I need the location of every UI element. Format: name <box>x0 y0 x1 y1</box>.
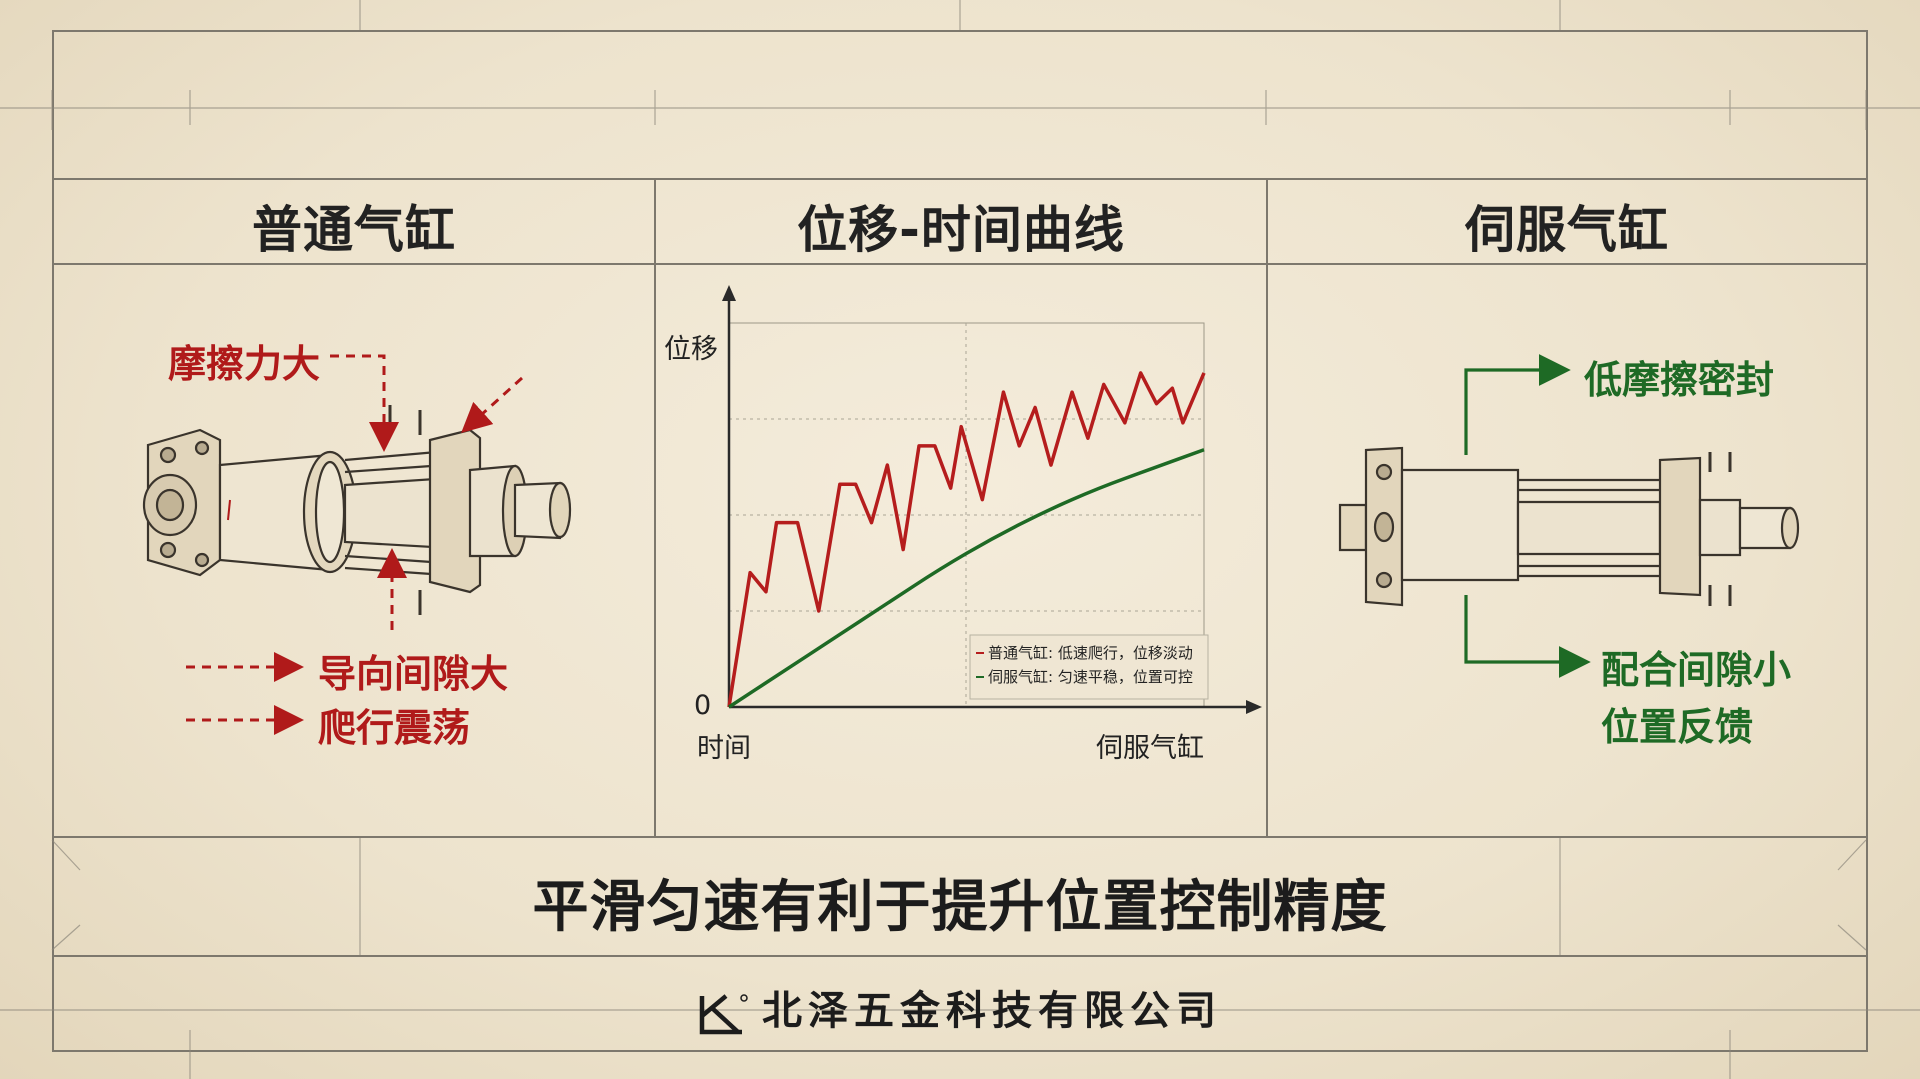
frame-outer-top <box>52 30 1868 32</box>
legend-entry-0: 普通气缸: 低速爬行，位移淡动 <box>988 644 1193 662</box>
right-annotation-arrows <box>1464 354 1591 678</box>
chart-y-axis-arrow <box>722 285 736 301</box>
panel-title-normal-cylinder: 普通气缸 <box>252 201 456 259</box>
origin-label: 0 <box>694 690 712 721</box>
chart-x-axis-arrow <box>1246 700 1262 714</box>
panel-title-displacement-curve: 位移-时间曲线 <box>797 201 1125 259</box>
company-logo-icon <box>699 994 748 1035</box>
label-high-friction: 摩擦力大 <box>168 342 321 386</box>
summary-statement: 平滑匀速有利于提升位置控制精度 <box>532 875 1388 940</box>
chart-series-line-1 <box>728 448 1205 709</box>
frame-outer-bottom <box>52 1050 1868 1052</box>
frame-divider-left <box>654 178 656 836</box>
label-position-feedback: 位置反馈 <box>1601 705 1754 749</box>
chart-series-line-0 <box>727 371 1206 708</box>
x-axis-label: 时间 <box>697 733 751 764</box>
frame-outer-right <box>1866 30 1868 1050</box>
label-large-guide-gap: 导向间隙大 <box>318 652 509 696</box>
frame-header-top <box>52 178 1868 180</box>
servo-cylinder-illustration <box>1338 446 1800 607</box>
label-stick-slip-oscillation: 爬行震荡 <box>318 706 471 750</box>
company-footer: 北泽五金科技有限公司 <box>0 978 1920 1036</box>
panel-title-servo-cylinder: 伺服气缸 <box>1465 201 1669 259</box>
label-low-friction-seal: 低摩擦密封 <box>1584 358 1775 402</box>
frame-outer-left <box>52 30 54 1050</box>
company-name: 北泽五金科技有限公司 <box>762 987 1222 1034</box>
frame-panels-bottom <box>52 836 1868 838</box>
frame-header-bottom <box>52 263 1868 265</box>
frame-divider-right <box>1266 178 1268 836</box>
chart-legend-box <box>969 634 1209 700</box>
legend-entry-1: 伺服气缸: 匀速平稳，位置可控 <box>988 668 1193 686</box>
frame-summary-bottom <box>52 955 1868 957</box>
label-small-fit-clearance: 配合间隙小 <box>1601 648 1792 692</box>
x-axis-end-label: 伺服气缸 <box>1096 733 1204 764</box>
y-axis-label: 位移 <box>664 334 718 365</box>
left-annotation-arrows <box>186 354 524 735</box>
